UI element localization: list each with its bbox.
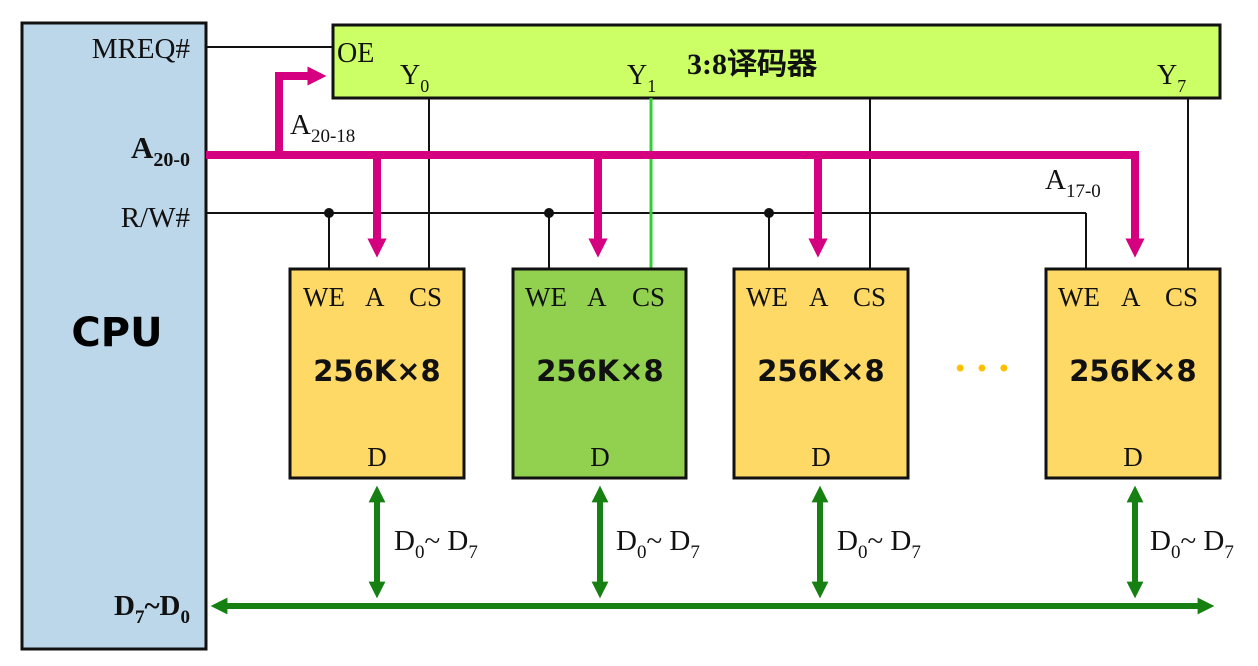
decoder-y1-label: Y1 bbox=[627, 60, 656, 96]
we-pin: WE bbox=[525, 282, 567, 312]
chip-capacity: 256K×8 bbox=[313, 354, 440, 388]
cpu-address-label: A20-0 bbox=[131, 130, 190, 171]
control-wires bbox=[206, 46, 1189, 269]
cpu-block bbox=[20, 21, 208, 651]
cpu-rw-label: R/W# bbox=[121, 202, 190, 234]
cs-pin: CS bbox=[409, 282, 442, 312]
a-pin: A bbox=[365, 282, 385, 312]
cs-pin: CS bbox=[632, 282, 665, 312]
rw-junction-3 bbox=[764, 208, 774, 218]
cs-pin: CS bbox=[853, 282, 886, 312]
data-bus bbox=[210, 485, 1215, 615]
chip-pins-top: WE A CS bbox=[746, 282, 886, 312]
a-pin: A bbox=[1121, 282, 1141, 312]
data-label-3: D0~ D7 bbox=[837, 525, 921, 563]
chip-body bbox=[1044, 267, 1222, 480]
data-label-1: D0~ D7 bbox=[394, 525, 478, 563]
decoder-y7-label: Y7 bbox=[1157, 60, 1186, 96]
decoder-title: 3:8译码器 bbox=[687, 48, 818, 81]
chip-data-pin: D bbox=[811, 442, 831, 472]
memory-chip-2-selected: WE A CS 256K×8 D bbox=[511, 267, 688, 480]
data-label-4: D0~ D7 bbox=[1150, 525, 1234, 563]
rw-junction-2 bbox=[544, 208, 554, 218]
cpu-data-label: D7~D0 bbox=[114, 590, 190, 628]
address-bus-high bbox=[275, 66, 327, 155]
cs-pin: CS bbox=[1165, 282, 1198, 312]
chip-body bbox=[732, 267, 910, 480]
chip-capacity: 256K×8 bbox=[757, 354, 884, 388]
memory-chip-4: WE A CS 256K×8 D bbox=[1044, 267, 1222, 480]
decoder-oe-label: OE bbox=[337, 38, 374, 69]
cpu-label: CPU bbox=[71, 310, 162, 356]
we-pin: WE bbox=[746, 282, 788, 312]
address-bus-main bbox=[206, 151, 1145, 258]
chip-pins-top: WE A CS bbox=[525, 282, 665, 312]
rw-junction-1 bbox=[324, 208, 334, 218]
address-bus bbox=[206, 66, 1145, 258]
high-address-label: A20-18 bbox=[290, 109, 355, 147]
data-label-2: D0~ D7 bbox=[616, 525, 700, 563]
chip-data-pin: D bbox=[1123, 442, 1143, 472]
a-pin: A bbox=[587, 282, 607, 312]
we-pin: WE bbox=[303, 282, 345, 312]
cpu-mreq-label: MREQ# bbox=[92, 33, 190, 65]
decoder-block bbox=[331, 23, 1222, 100]
chip-data-pin: D bbox=[367, 442, 387, 472]
memory-chip-1: WE A CS 256K×8 D bbox=[288, 267, 466, 480]
chip-pins-top: WE A CS bbox=[1058, 282, 1198, 312]
more-chips-ellipsis: • • • bbox=[953, 355, 1011, 383]
chip-pins-top: WE A CS bbox=[303, 282, 442, 312]
chip-data-pin: D bbox=[590, 442, 610, 472]
chip-body bbox=[288, 267, 466, 480]
chip-capacity: 256K×8 bbox=[1069, 354, 1196, 388]
low-address-label: A17-0 bbox=[1045, 164, 1101, 202]
chip-capacity: 256K×8 bbox=[536, 354, 663, 388]
memory-chip-3: WE A CS 256K×8 D bbox=[732, 267, 910, 480]
chip-body bbox=[511, 267, 688, 480]
decoder-y0-label: Y0 bbox=[400, 60, 429, 96]
we-pin: WE bbox=[1058, 282, 1100, 312]
a-pin: A bbox=[809, 282, 829, 312]
